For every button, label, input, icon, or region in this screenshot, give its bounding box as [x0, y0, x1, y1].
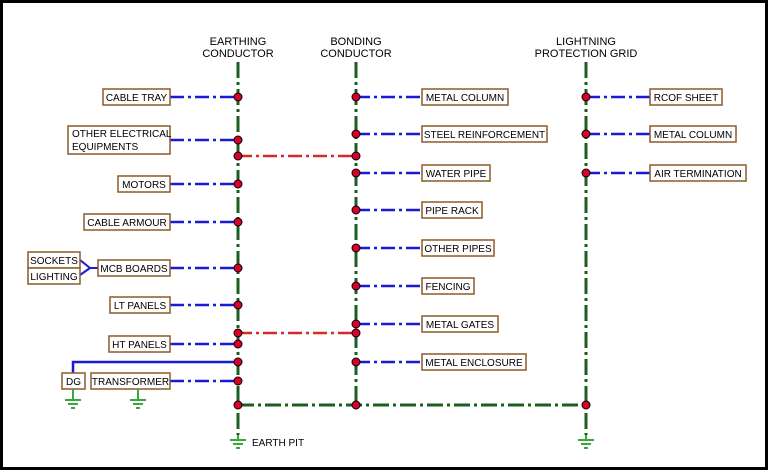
node-dot: [351, 151, 361, 161]
svg-text:LIGHTING: LIGHTING: [30, 272, 77, 283]
node-dot: [233, 376, 243, 386]
other-electrical-line-1: OTHER ELECTRICAL: [72, 129, 172, 140]
svg-text:METAL COLUMN: METAL COLUMN: [426, 93, 504, 104]
left-item-mcb-boards: MCB BOARDS: [97, 259, 171, 277]
node-dot: [581, 129, 591, 139]
node-dot: [351, 243, 361, 253]
node-dot: [233, 328, 243, 338]
svg-text:WATER PIPE: WATER PIPE: [426, 169, 487, 180]
node-dot: [351, 281, 361, 291]
svg-text:DG: DG: [66, 377, 81, 388]
node-dot: [233, 300, 243, 310]
svg-text:CONDUCTOR: CONDUCTOR: [320, 48, 391, 60]
left-connections: [170, 95, 238, 383]
svg-text:SOCKETS: SOCKETS: [30, 256, 78, 267]
svg-text:OTHER PIPES: OTHER PIPES: [424, 244, 492, 255]
bonding-item-pipe-rack: PIPE RACK: [421, 201, 483, 219]
svg-text:METAL ENCLOSURE: METAL ENCLOSURE: [425, 358, 523, 369]
bonding-item-other-pipes: OTHER PIPES: [421, 239, 495, 257]
node-dot: [233, 357, 243, 367]
left-item-cable-tray: CABLE TRAY: [102, 88, 171, 106]
svg-text:TRANSFORMER: TRANSFORMER: [92, 377, 169, 388]
svg-text:CABLE ARMOUR: CABLE ARMOUR: [87, 218, 166, 229]
bonding-item-metal-column: METAL COLUMN: [421, 88, 509, 106]
bonding-item-metal-enclosure: METAL ENCLOSURE: [421, 353, 527, 371]
svg-text:BONDING: BONDING: [330, 36, 381, 48]
node-dot: [351, 92, 361, 102]
left-item-other-electrical-equipments: OTHER ELECTRICAL EQUIPMENTS: [67, 125, 172, 155]
svg-text:LT PANELS: LT PANELS: [114, 301, 167, 312]
bonding-connections: [356, 95, 422, 364]
node-dot: [233, 92, 243, 102]
svg-text:PIPE RACK: PIPE RACK: [425, 206, 479, 217]
svg-text:MOTORS: MOTORS: [122, 180, 166, 191]
lightning-item-air-termination: AIR TERMINATION: [649, 164, 747, 182]
svg-text:EARTHING: EARTHING: [210, 36, 267, 48]
mcb-sub-item-sockets: SOCKETS: [27, 251, 81, 269]
lightning-item-rcof-sheet: RCOF SHEET: [649, 88, 723, 106]
svg-text:CABLE TRAY: CABLE TRAY: [106, 93, 168, 104]
svg-text:METAL GATES: METAL GATES: [426, 320, 494, 331]
svg-text:CONDUCTOR: CONDUCTOR: [202, 48, 273, 60]
bonding-item-steel-reinforcement: STEEL REINFORCEMENT: [421, 125, 548, 143]
bonding-item-water-pipe: WATER PIPE: [421, 164, 491, 182]
svg-text:STEEL REINFORCEMENT: STEEL REINFORCEMENT: [424, 130, 545, 141]
svg-text:MCB BOARDS: MCB BOARDS: [100, 264, 168, 275]
svg-text:AIR TERMINATION: AIR TERMINATION: [654, 169, 741, 180]
node-dot: [351, 168, 361, 178]
ground-icon-lightning: [578, 435, 594, 449]
junction-nodes: [233, 92, 591, 410]
node-dot: [581, 168, 591, 178]
svg-text:PROTECTION GRID: PROTECTION GRID: [535, 48, 638, 60]
ground-icon-dg: [65, 389, 81, 409]
left-item-transformer: TRANSFORMER: [90, 372, 171, 390]
ground-icon-earth-pit: [230, 435, 246, 449]
node-dot: [233, 179, 243, 189]
bonding-item-metal-gates: METAL GATES: [421, 315, 499, 333]
dg-feeder: [71, 360, 238, 373]
other-electrical-line-2: EQUIPMENTS: [72, 142, 138, 153]
bonding-item-fencing: FENCING: [421, 277, 475, 295]
node-dot: [233, 135, 243, 145]
left-item-lt-panels: LT PANELS: [109, 296, 171, 314]
svg-text:METAL COLUMN: METAL COLUMN: [654, 130, 732, 141]
node-dot: [351, 400, 361, 410]
left-item-cable-armour: CABLE ARMOUR: [83, 213, 171, 231]
lightning-connections: [586, 95, 650, 175]
header-lightning-protection-grid: LIGHTNING PROTECTION GRID: [535, 36, 638, 60]
lightning-item-metal-column: METAL COLUMN: [649, 125, 737, 143]
dg-box: DG: [61, 372, 86, 390]
node-dot: [233, 400, 243, 410]
node-dot: [233, 339, 243, 349]
node-dot: [233, 217, 243, 227]
svg-text:LIGHTNING: LIGHTNING: [556, 36, 616, 48]
node-dot: [233, 263, 243, 273]
node-dot: [581, 400, 591, 410]
node-dot: [581, 92, 591, 102]
node-dot: [351, 357, 361, 367]
svg-text:FENCING: FENCING: [426, 282, 471, 293]
node-dot: [351, 319, 361, 329]
node-dot: [233, 151, 243, 161]
mcb-sub-item-lighting: LIGHTING: [27, 267, 81, 285]
left-item-ht-panels: HT PANELS: [108, 335, 171, 353]
node-dot: [351, 328, 361, 338]
mcb-sub-connectors: [79, 259, 98, 276]
node-dot: [351, 129, 361, 139]
left-item-motors: MOTORS: [117, 175, 171, 193]
earth-pit-label: EARTH PIT: [252, 438, 304, 449]
svg-text:HT PANELS: HT PANELS: [112, 340, 167, 351]
svg-text:RCOF SHEET: RCOF SHEET: [654, 93, 718, 104]
header-bonding-conductor: BONDING CONDUCTOR: [320, 36, 391, 60]
node-dot: [351, 205, 361, 215]
ground-icon-transformer: [130, 389, 146, 409]
header-earthing-conductor: EARTHING CONDUCTOR: [202, 36, 273, 60]
